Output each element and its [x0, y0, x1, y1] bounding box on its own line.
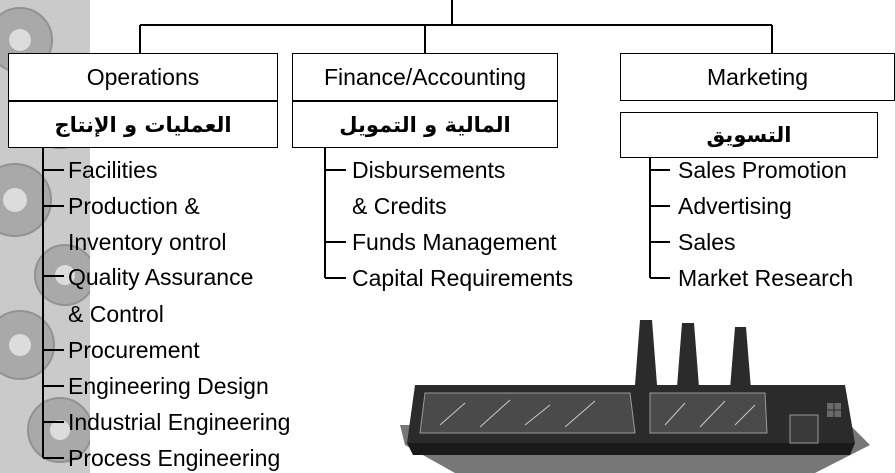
operations-item: Inventory ontrol	[68, 229, 227, 255]
factory-icon	[400, 320, 870, 473]
marketing-arabic-box: التسويق	[620, 112, 878, 158]
finance-arabic-box: المالية و التمويل	[292, 101, 558, 148]
operations-item: Engineering Design	[68, 373, 269, 399]
finance-arabic-title: المالية و التمويل	[339, 112, 511, 137]
marketing-box: Marketing	[620, 53, 895, 101]
marketing-arabic-title: التسويق	[706, 123, 792, 147]
marketing-item: Market Research	[678, 265, 854, 291]
finance-box: Finance/Accounting	[292, 53, 558, 101]
operations-arabic-box: العمليات و الإنتاج	[8, 101, 278, 148]
operations-item: Process Engineering	[68, 445, 281, 471]
operations-arabic-title: العمليات و الإنتاج	[54, 112, 232, 137]
operations-box: Operations	[8, 53, 278, 101]
marketing-item: Sales	[678, 229, 736, 255]
operations-item: Procurement	[68, 337, 200, 363]
operations-item: Industrial Engineering	[68, 409, 291, 435]
finance-item: & Credits	[352, 193, 447, 219]
operations-item: Production &	[68, 193, 200, 219]
operations-title: Operations	[86, 63, 200, 90]
operations-item: & Control	[68, 301, 164, 327]
operations-item: Quality Assurance	[68, 264, 254, 290]
finance-item: Capital Requirements	[352, 265, 574, 291]
finance-item: Disbursements	[352, 157, 506, 183]
finance-item: Funds Management	[352, 229, 557, 255]
marketing-title: Marketing	[707, 63, 808, 90]
finance-title: Finance/Accounting	[323, 63, 526, 90]
operations-item: Facilities	[68, 157, 158, 183]
marketing-item: Advertising	[678, 193, 792, 219]
marketing-item: Sales Promotion	[678, 157, 847, 183]
